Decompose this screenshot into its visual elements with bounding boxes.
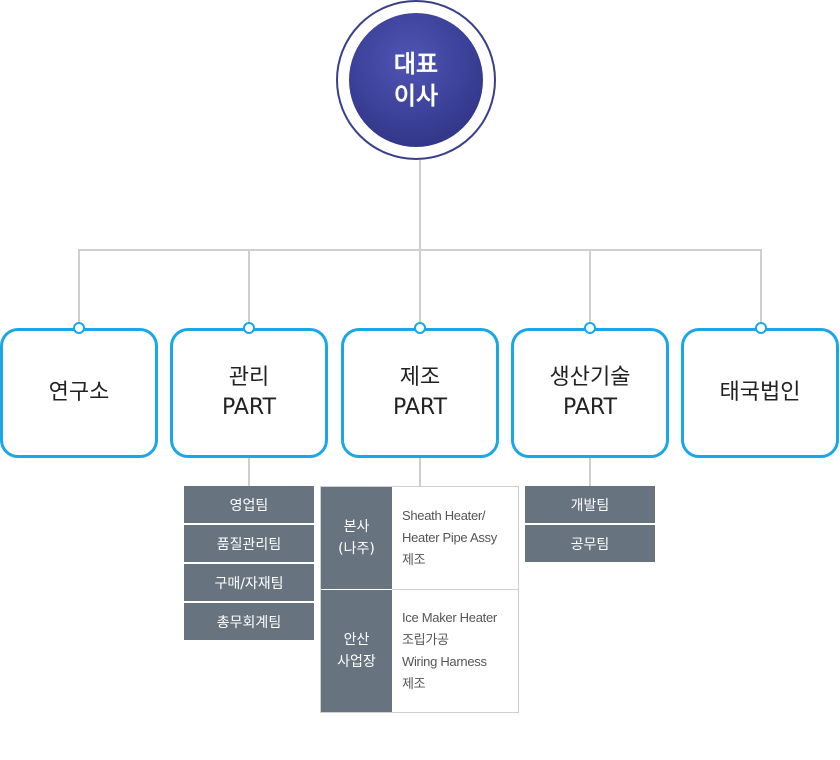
team-item: 총무회계팀 [184,603,314,640]
ceo-label-line1: 대표 [393,50,439,78]
dept-label: 태국법인 [719,380,801,405]
dept-connector-1 [78,249,80,328]
site-row-headquarters: 본사 (나주) Sheath Heater/ Heater Pipe Assy … [321,487,518,589]
dept-research-lab: 연구소 [0,328,158,458]
site-desc-line: Heater Pipe Assy [402,530,497,545]
team-item: 공무팀 [525,525,655,562]
connector-dot [755,322,767,334]
team-item: 개발팀 [525,486,655,523]
dept-label: 관리 [228,365,270,390]
team-item: 품질관리팀 [184,525,314,562]
dept-connector-3 [419,249,421,328]
team-item: 구매/자재팀 [184,564,314,601]
site-desc-line: 제조 [402,676,426,691]
site-desc-line: Ice Maker Heater [402,610,497,625]
site-description: Ice Maker Heater 조립가공 Wiring Harness 제조 [392,590,518,712]
team-item: 영업팀 [184,486,314,523]
site-desc-line: Sheath Heater/ [402,508,486,523]
connector-dot [584,322,596,334]
dept-management-part: 관리 PART [170,328,328,458]
ceo-connector-line [419,160,421,250]
dept-thailand-corp: 태국법인 [681,328,839,458]
dept-label-sub: PART [392,395,448,420]
dept-label: 생산기술 [549,365,631,390]
management-team-list: 영업팀 품질관리팀 구매/자재팀 총무회계팀 [184,486,314,642]
connector-dot [414,322,426,334]
ceo-label-line2: 이사 [393,82,439,110]
site-desc-line: Wiring Harness [402,654,487,669]
dept-label-sub: PART [221,395,277,420]
production-tech-team-list: 개발팀 공무팀 [525,486,655,564]
dept-label: 연구소 [48,380,110,405]
site-name-line2: 사업장 [337,654,376,670]
site-description: Sheath Heater/ Heater Pipe Assy 제조 [392,487,518,589]
dept-connector-2 [248,249,250,328]
dept-connector-4 [589,249,591,328]
site-desc-line: 제조 [402,552,426,567]
site-desc-line: 조립가공 [402,632,449,647]
connector-dot [243,322,255,334]
site-name-line2: (나주) [338,541,375,557]
site-divider [392,589,518,590]
site-name: 본사 (나주) [321,487,392,589]
manufacturing-site-table: 본사 (나주) Sheath Heater/ Heater Pipe Assy … [320,486,519,713]
dept-production-tech-part: 생산기술 PART [511,328,669,458]
site-name: 안산 사업장 [321,590,392,712]
connector-dot [73,322,85,334]
manufacturing-sites-connector [419,458,421,486]
site-row-ansan: 안산 사업장 Ice Maker Heater 조립가공 Wiring Harn… [321,590,518,712]
dept-connector-5 [760,249,762,328]
dept-label: 제조 [399,365,441,390]
ceo-node: 대표 이사 [349,13,483,147]
site-name-line1: 본사 [343,519,370,535]
dept-manufacturing-part: 제조 PART [341,328,499,458]
management-teams-connector [248,458,250,486]
dept-label-sub: PART [562,395,618,420]
site-name-line1: 안산 [343,632,370,648]
production-tech-connector [589,458,591,486]
